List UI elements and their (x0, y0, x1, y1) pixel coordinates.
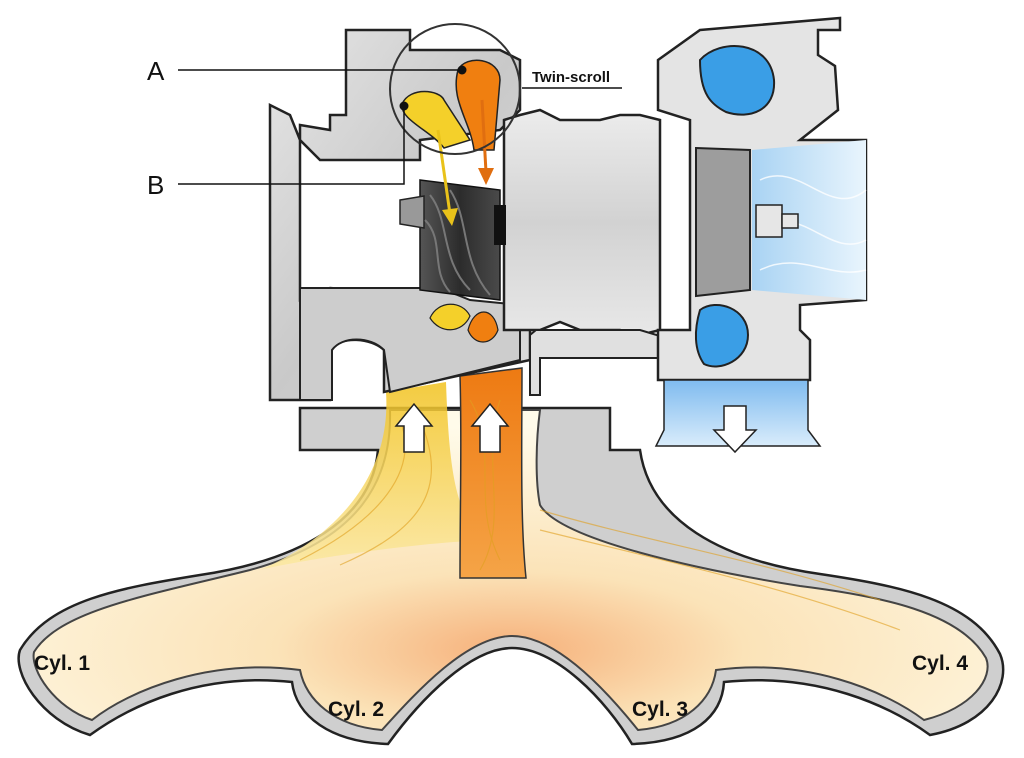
scroll-b-yellow (401, 90, 472, 149)
inlet-arrow-yellow (394, 402, 434, 453)
label-twin-scroll: Twin-scroll (532, 69, 610, 86)
flow-arrows-in (436, 99, 494, 226)
intake-air (752, 140, 866, 300)
wheel-nut (755, 204, 783, 238)
exhaust-lobe-orange (467, 311, 499, 343)
label-b: B (147, 170, 164, 200)
wheel-nut-tip (781, 213, 799, 229)
exhaust-lobe-yellow (429, 303, 471, 331)
compressor-wheel (695, 146, 751, 298)
leader-b (178, 106, 405, 185)
compressor-housing (654, 16, 868, 454)
center-housing (502, 108, 662, 396)
outlet-arrow (712, 405, 758, 454)
turbine-wheel (399, 179, 506, 301)
label-cyl-2: Cyl. 2 (328, 698, 384, 721)
center-housing-outlet (529, 329, 661, 396)
center-housing-body (502, 108, 662, 337)
inlet-arrow-orange (470, 402, 510, 453)
twin-scroll-callout-circle (389, 23, 521, 155)
compressor-scroll-bottom (694, 304, 750, 368)
label-cyl-1: Cyl. 1 (34, 652, 90, 675)
exhaust-manifold (17, 367, 1005, 746)
leader-a-dot (457, 65, 467, 75)
runner-b-yellow (260, 382, 500, 570)
label-cyl-4: Cyl. 4 (912, 652, 968, 675)
label-a: A (147, 56, 165, 86)
leader-b-dot (399, 101, 409, 111)
label-cyl-3: Cyl. 3 (632, 698, 688, 721)
compressor-scroll-top (698, 45, 776, 116)
